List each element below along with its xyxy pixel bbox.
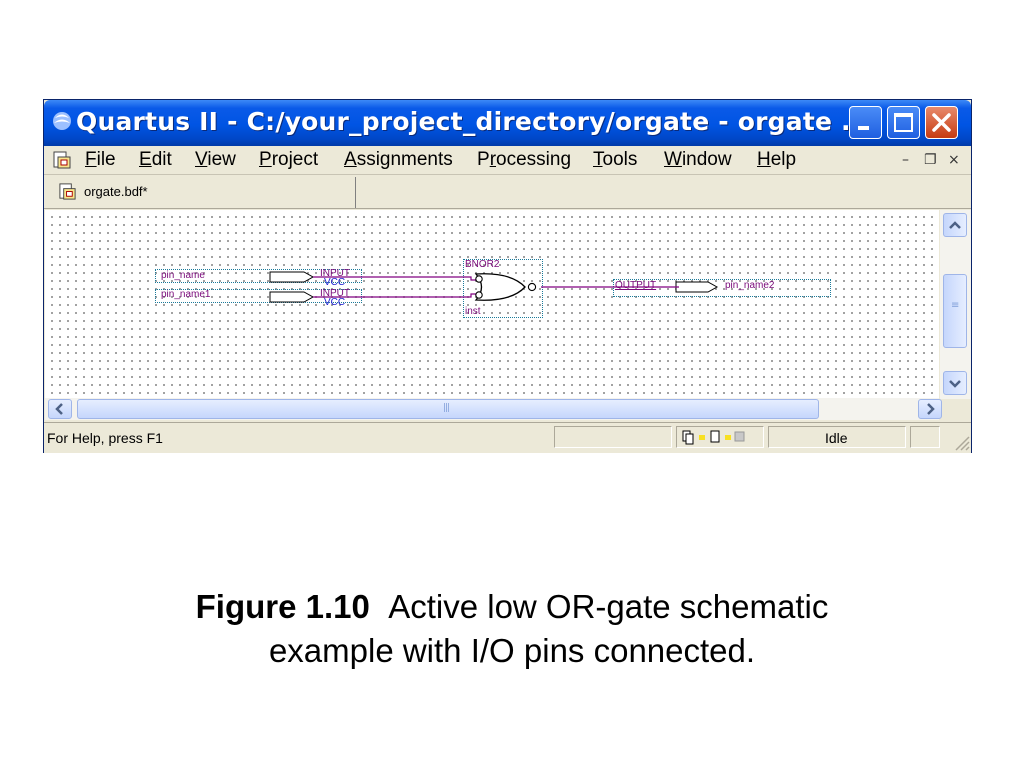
menu-processing[interactable]: Processing bbox=[477, 149, 572, 170]
status-panel-1 bbox=[554, 426, 672, 448]
schematic-wires bbox=[313, 273, 679, 301]
mdi-minimize-button[interactable]: – bbox=[902, 152, 909, 168]
arrow-down-icon bbox=[949, 380, 961, 388]
arrow-right-icon bbox=[927, 403, 935, 415]
quartus-window: Quartus II - C:/your_project_directory/o… bbox=[43, 99, 972, 453]
status-bar: For Help, press F1 Idle bbox=[44, 422, 971, 453]
arrow-up-icon bbox=[949, 221, 961, 229]
scroll-left-button[interactable] bbox=[48, 399, 72, 419]
menu-view[interactable]: View bbox=[195, 149, 236, 170]
tab-orgate-bdf[interactable]: orgate.bdf* bbox=[50, 177, 356, 208]
status-panel-4 bbox=[910, 426, 940, 448]
vertical-grip: ≡ bbox=[951, 300, 960, 311]
arrow-left-icon bbox=[55, 403, 63, 415]
input-pin-1-box[interactable] bbox=[155, 269, 362, 283]
minimize-button[interactable] bbox=[849, 106, 882, 139]
input-pin-2-box[interactable] bbox=[155, 289, 362, 303]
wire-input-1 bbox=[313, 276, 477, 281]
output-pin-type: OUTPUT bbox=[615, 280, 657, 291]
caption-label: Figure 1.10 bbox=[195, 588, 370, 625]
input-pin-1-name: pin_name bbox=[161, 270, 205, 281]
mdi-close-button[interactable]: × bbox=[948, 152, 960, 168]
gate-instance: inst bbox=[465, 306, 481, 317]
window-title: Quartus II - C:/your_project_directory/o… bbox=[76, 107, 871, 136]
menu-file[interactable]: File bbox=[85, 149, 116, 170]
horizontal-scroll-thumb[interactable]: ||| bbox=[77, 399, 819, 419]
maximize-button[interactable] bbox=[887, 106, 920, 139]
input-pin-2-name: pin_name1 bbox=[161, 289, 211, 300]
input-pin-2-type: INPUT bbox=[320, 288, 350, 299]
status-panel-icons bbox=[676, 426, 764, 448]
title-bar[interactable]: Quartus II - C:/your_project_directory/o… bbox=[44, 100, 971, 146]
figure-caption: Figure 1.10 Active low OR-gate schematic… bbox=[0, 585, 1024, 673]
status-help-text: For Help, press F1 bbox=[47, 430, 163, 446]
scroll-up-button[interactable] bbox=[943, 213, 967, 237]
menu-assignments[interactable]: Assignments bbox=[344, 149, 453, 170]
input-pin-1-symbol bbox=[269, 271, 315, 283]
gate-type: BNOR2 bbox=[465, 259, 500, 270]
schematic-canvas[interactable]: pin_name INPUT VCC pin_name1 INPUT VCC B… bbox=[45, 210, 939, 399]
horizontal-grip: ||| bbox=[443, 403, 450, 413]
minimize-icon bbox=[858, 126, 869, 130]
resize-grip-icon[interactable] bbox=[952, 433, 970, 451]
menu-window[interactable]: Window bbox=[664, 149, 732, 170]
status-indicator-icons bbox=[682, 430, 745, 445]
close-button[interactable] bbox=[925, 106, 958, 139]
caption-line2: example with I/O pins connected. bbox=[268, 632, 756, 669]
scroll-right-button[interactable] bbox=[918, 399, 942, 419]
tab-label: orgate.bdf* bbox=[84, 184, 148, 199]
menu-help[interactable]: Help bbox=[757, 149, 797, 170]
menu-edit[interactable]: Edit bbox=[139, 149, 172, 170]
input-pin-1-type: INPUT bbox=[320, 268, 350, 279]
document-tab-bar: orgate.bdf* bbox=[44, 175, 971, 209]
caption-text: Active low OR-gate schematic bbox=[388, 588, 829, 625]
nor-gate-symbol bbox=[474, 273, 537, 301]
output-pin-box[interactable] bbox=[613, 279, 831, 297]
input-pin-1-default: VCC bbox=[324, 277, 346, 288]
menu-bar: File Edit View Project Assignments Proce… bbox=[44, 146, 971, 175]
bdf-file-icon[interactable] bbox=[52, 150, 72, 170]
mdi-restore-button[interactable]: ❐ bbox=[924, 152, 937, 168]
vertical-scrollbar[interactable]: ≡ bbox=[940, 210, 971, 399]
quartus-icon bbox=[53, 112, 71, 130]
bdf-file-icon bbox=[59, 183, 76, 200]
output-pin-name: pin_name2 bbox=[725, 280, 775, 291]
status-state: Idle bbox=[825, 430, 848, 446]
output-pin-symbol bbox=[675, 281, 719, 293]
status-panel-state bbox=[768, 426, 906, 448]
input-pin-2-default: VCC bbox=[324, 297, 346, 308]
menu-tools[interactable]: Tools bbox=[593, 149, 638, 170]
bnor2-gate-box[interactable] bbox=[463, 259, 543, 318]
menu-project[interactable]: Project bbox=[259, 149, 319, 170]
wire-input-2 bbox=[313, 293, 477, 298]
vertical-scroll-thumb[interactable]: ≡ bbox=[943, 274, 967, 348]
scroll-down-button[interactable] bbox=[943, 371, 967, 395]
input-pin-2-symbol bbox=[269, 291, 315, 303]
maximize-icon bbox=[894, 113, 913, 132]
horizontal-scrollbar[interactable]: ||| bbox=[45, 398, 942, 420]
close-icon bbox=[932, 113, 951, 132]
